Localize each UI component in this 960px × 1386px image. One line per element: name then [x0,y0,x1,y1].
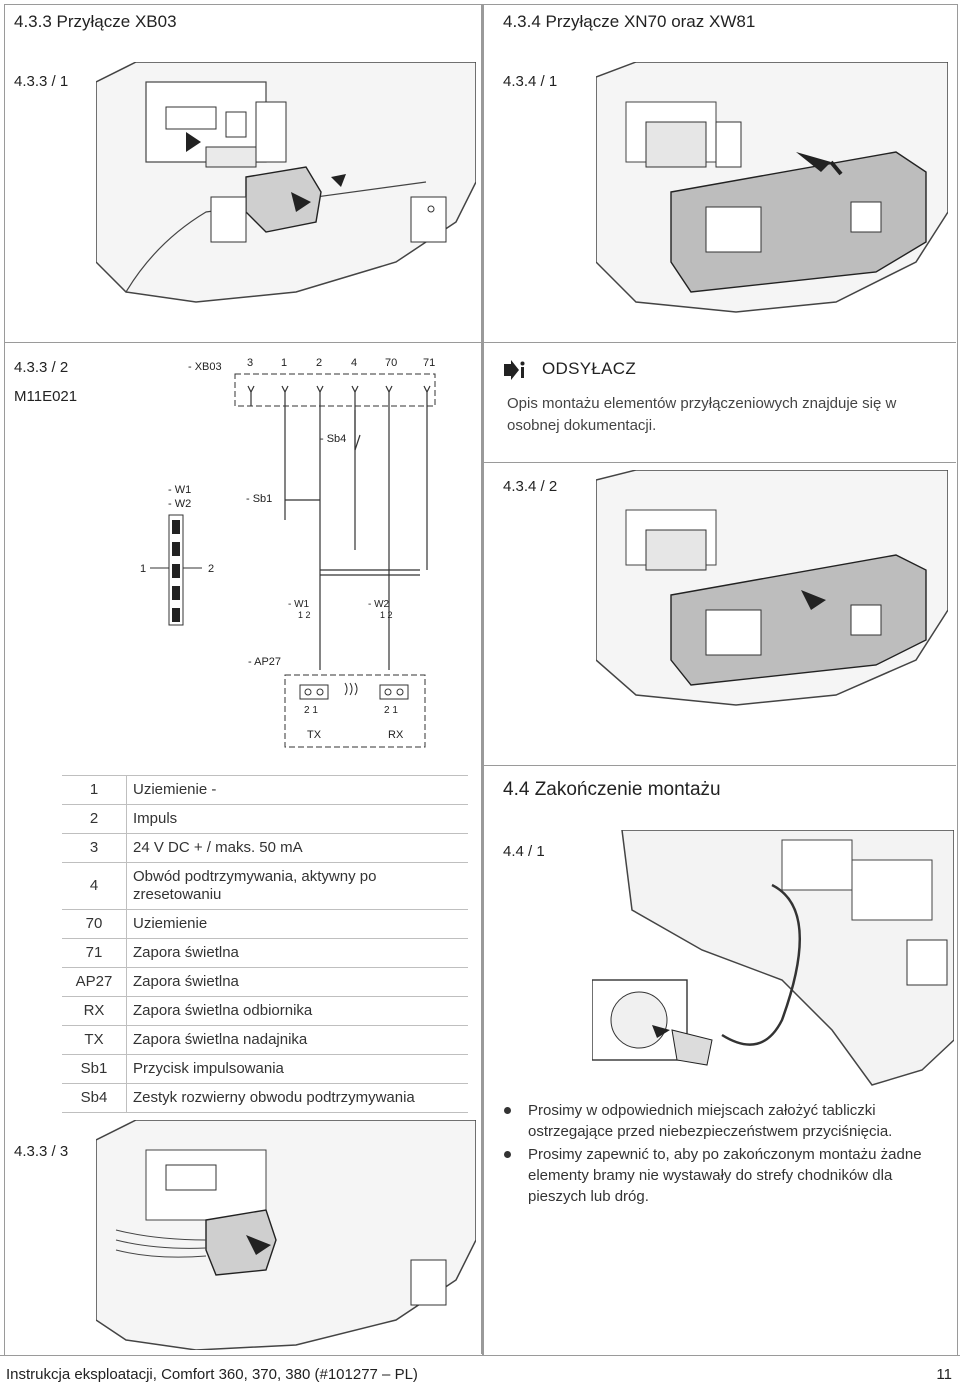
note-text: Opis montażu elementów przyłączeniowych … [507,395,897,434]
figure-label-433-2: 4.3.3 / 2 [14,359,69,376]
w2-label: - W2 [368,599,390,610]
legend-key: 70 [62,909,127,939]
legend-value: Zestyk rozwierny obwodu podtrzymywania [126,1083,468,1113]
figure-label-434-2: 4.3.4 / 2 [503,478,558,495]
legend-key: RX [62,996,127,1026]
rx-pins: 2 1 [384,705,398,716]
illustration-xn70-open [596,62,948,313]
legend-key: 3 [62,833,127,863]
legend-key: Sb4 [62,1083,127,1113]
legend-key: 1 [62,775,127,805]
row-divider [4,342,956,343]
instruction-item: Prosimy w odpowiednich miejscach założyć… [500,1100,950,1142]
legend-value: Uziemienie [126,909,468,939]
xb03-label: - XB03 [188,361,222,373]
legend-value: Uziemienie - [126,775,468,805]
legend-value: Zapora świetlna odbiornika [126,996,468,1026]
footer-title: Instrukcja eksploatacji, Comfort 360, 37… [6,1366,418,1383]
note-heading: ODSYŁACZ [542,359,637,378]
terminal-1: 1 [281,357,287,369]
plug-pin-2: 2 [208,563,214,575]
figure-label-433-3: 4.3.3 / 3 [14,1143,69,1160]
page-number: 11 [936,1366,952,1383]
section-title-433: 4.3.3 Przyłącze XB03 [14,12,177,31]
rx-label: RX [388,729,404,741]
illustration-xn70-close [596,470,948,706]
terminal-70: 70 [385,357,397,369]
terminal-3: 3 [247,357,253,369]
bullet-icon [504,1151,511,1158]
column-divider [481,4,482,1354]
w1-pins: 1 2 [298,610,311,620]
instruction-text: Prosimy zapewnić to, aby po zakończonym … [528,1146,922,1205]
w2-pins: 1 2 [380,610,393,620]
ap27-label: - AP27 [248,656,281,668]
figure-code: M11E021 [14,388,78,405]
plug-pin-1: 1 [140,563,146,575]
legend-value: Zapora świetlna nadajnika [126,1025,468,1055]
terminal-2: 2 [316,357,322,369]
note-divider [482,462,956,463]
page-footer: Instrukcja eksploatacji, Comfort 360, 37… [0,1355,960,1386]
sb4-label: - Sb4 [320,433,346,445]
legend-value: Przycisk impulsowania [126,1054,468,1084]
legend-value: Zapora świetlna [126,938,468,968]
tx-label: TX [307,729,322,741]
w1-label: - W1 [288,599,310,610]
legend-key: 71 [62,938,127,968]
illustration-xb03-plugged [96,1120,476,1350]
wiring-diagram: - XB03 3 1 2 4 70 71 - Sb4 - W1 - W2 - S… [140,357,436,748]
figure-label-434-1: 4.3.4 / 1 [503,73,558,90]
sb1-label: - Sb1 [246,493,272,505]
info-reference-icon [504,360,525,380]
legend-key: 2 [62,804,127,834]
section-title-434: 4.3.4 Przyłącze XN70 oraz XW81 [503,12,756,31]
section-divider [482,765,956,766]
terminal-4: 4 [351,357,357,369]
legend-key: TX [62,1025,127,1055]
w2-label-top: - W2 [168,498,191,510]
bullet-icon [504,1107,511,1114]
plug-strip [150,514,202,626]
legend-key: 4 [62,862,127,910]
illustration-power-plug [592,830,954,1086]
tx-pins: 2 1 [304,705,318,716]
legend-key: AP27 [62,967,127,997]
legend-value: Impuls [126,804,468,834]
legend-value: Zapora świetlna [126,967,468,997]
w1-label-top: - W1 [168,484,191,496]
legend-value: Obwód podtrzymywania, aktywny po zreseto… [126,862,468,910]
illustration-xb03-connect [96,62,476,303]
figure-label-44-1: 4.4 / 1 [503,843,545,860]
section-title-44: 4.4 Zakończenie montażu [503,779,721,800]
terminal-71: 71 [423,357,435,369]
instruction-item: Prosimy zapewnić to, aby po zakończonym … [500,1144,950,1207]
legend-value: 24 V DC + / maks. 50 mA [126,833,468,863]
instruction-text: Prosimy w odpowiednich miejscach założyć… [528,1102,893,1140]
instructions-list: Prosimy w odpowiednich miejscach założyć… [500,1100,950,1209]
legend-key: Sb1 [62,1054,127,1084]
figure-label-433-1: 4.3.3 / 1 [14,73,69,90]
terminal-numbers: 3 1 2 4 70 71 [247,357,435,369]
